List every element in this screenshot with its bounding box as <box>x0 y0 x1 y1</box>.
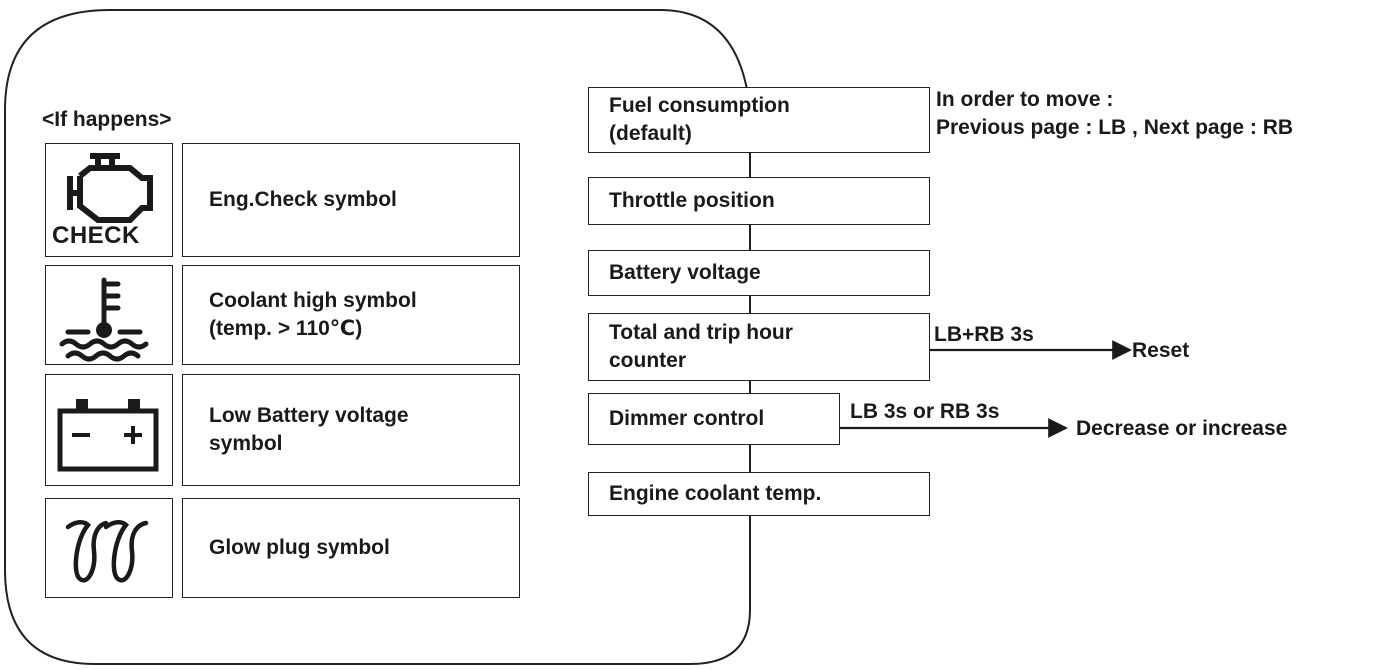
engine-check-icon <box>67 153 153 223</box>
eng-check-symbol-label-box: Eng.Check symbol <box>182 143 520 257</box>
navigation-note-line2: Previous page : LB , Next page : RB <box>936 116 1294 139</box>
menu-item-label: Battery voltage <box>609 261 761 284</box>
coolant-symbol-label-box: Coolant high symbol (temp. > 110℃) <box>182 265 520 365</box>
glow-plug-symbol-label: Glow plug symbol <box>209 536 390 559</box>
if-happens-heading: <If happens> <box>42 108 172 131</box>
glow-plug-icon <box>65 520 149 583</box>
battery-icon <box>57 399 159 472</box>
battery-symbol-label: Low Battery voltage symbol <box>209 404 409 455</box>
dimmer-condition-label: LB 3s or RB 3s <box>850 400 1000 423</box>
navigation-note-line1: In order to move : <box>936 88 1114 111</box>
glow-plug-symbol-label-box: Glow plug symbol <box>182 498 520 598</box>
menu-item-label: Total and trip hour counter <box>609 321 793 372</box>
panel-frame <box>4 9 751 665</box>
check-label: CHECK <box>52 222 140 249</box>
menu-item-label: Engine coolant temp. <box>609 482 822 505</box>
menu-item-dimmer-control: Dimmer control <box>588 393 840 445</box>
coolant-icon-box <box>45 265 173 365</box>
coolant-temperature-icon <box>59 277 149 362</box>
battery-icon-box <box>45 374 173 486</box>
dimmer-result-label: Decrease or increase <box>1076 417 1288 440</box>
menu-item-engine-coolant-temp: Engine coolant temp. <box>588 472 930 516</box>
glow-plug-icon-box <box>45 498 173 598</box>
coolant-symbol-label: Coolant high symbol (temp. > 110℃) <box>209 289 417 340</box>
menu-item-label: Dimmer control <box>609 407 765 430</box>
menu-item-label: Throttle position <box>609 189 775 212</box>
menu-item-hour-counter: Total and trip hour counter <box>588 313 930 381</box>
menu-item-fuel-consumption: Fuel consumption (default) <box>588 87 930 153</box>
reset-condition-label: LB+RB 3s <box>934 323 1034 346</box>
reset-result-label: Reset <box>1132 339 1190 362</box>
menu-item-throttle-position: Throttle position <box>588 177 930 225</box>
menu-item-battery-voltage: Battery voltage <box>588 250 930 296</box>
menu-item-label: Fuel consumption (default) <box>609 94 790 145</box>
engine-check-icon-box: CHECK <box>45 143 173 257</box>
eng-check-symbol-label: Eng.Check symbol <box>209 188 397 211</box>
battery-symbol-label-box: Low Battery voltage symbol <box>182 374 520 486</box>
